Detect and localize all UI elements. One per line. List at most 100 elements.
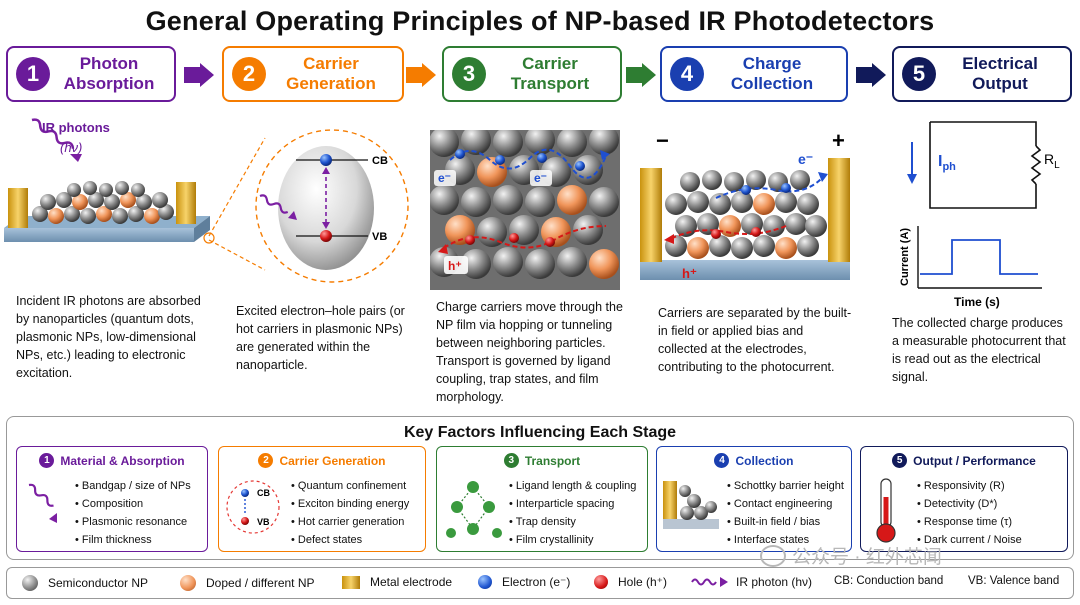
np-film	[32, 181, 174, 224]
description-charge-collection: Carriers are separated by the built-in f…	[658, 306, 852, 374]
stage-number-badge: 2	[232, 57, 266, 91]
factor-item: Film thickness	[75, 531, 191, 549]
red-sphere-icon	[594, 575, 608, 589]
factor-item: Plasmonic resonance	[75, 513, 191, 531]
legend-item-ir-photon: IR photon (hν)	[690, 575, 812, 589]
iph-label: Iph	[938, 153, 956, 173]
factor-number-badge: 4	[714, 453, 730, 468]
zoom-connector	[208, 137, 266, 271]
legend-item-metal-electrode: Metal electrode	[342, 575, 452, 589]
cb-label: CB	[372, 155, 388, 167]
factor-number-badge: 5	[892, 453, 908, 468]
factor-title: Material & Absorption	[60, 453, 185, 468]
factor-number-badge: 1	[39, 453, 55, 468]
stage-label: Carrier Transport	[510, 54, 590, 93]
factor-item: Detectivity (D*)	[917, 495, 1022, 513]
page-title: General Operating Principles of NP-based…	[145, 6, 935, 36]
minus-terminal: −	[656, 128, 669, 153]
electrical-output-illustration: Iph RL Current (A) Time (s)	[899, 121, 1060, 309]
arrow-right-icon	[184, 63, 214, 87]
photocurrent-trace	[920, 239, 1038, 275]
stage-electrical-output: 5 Electrical Output	[892, 46, 1072, 102]
legend-label: Metal electrode	[370, 575, 453, 589]
factor-number-badge: 3	[503, 453, 519, 468]
blue-sphere-icon	[478, 575, 492, 589]
electron-label: e⁻	[798, 151, 813, 167]
watermark-text: 公众号 · 红外芯闻	[792, 547, 942, 568]
vb-label: VB	[372, 231, 387, 243]
carrier-transport-illustration: e⁻ e⁻ h⁺	[430, 130, 620, 290]
arrow-right-icon	[626, 63, 656, 87]
stage-carrier-generation: 2 Carrier Generation	[222, 46, 404, 102]
factor-box-absorption: 1 Material & Absorption Bandgap / size of…	[16, 446, 208, 552]
description-carrier-transport: Charge carriers move through the NP film…	[436, 300, 623, 404]
arrow-right-icon	[856, 63, 886, 87]
hole-label: h⁺	[682, 266, 697, 281]
band-diagram-icon: CB VB	[226, 480, 280, 534]
factor-box-output: 5 Output / Performance Responsivity (R) D…	[860, 446, 1068, 552]
cb-label: CB	[257, 488, 270, 498]
legend-label: CB: Conduction band	[834, 575, 944, 587]
stage-label: Charge Collection	[730, 54, 814, 93]
factor-item: Trap density	[509, 513, 636, 531]
legend-label: Electron (e⁻)	[502, 575, 571, 589]
factor-item: Dark current / Noise	[917, 531, 1022, 549]
watermark: 公众号 · 红外芯闻	[760, 542, 942, 569]
legend-item-electron: Electron (e⁻)	[478, 575, 570, 589]
legend-item-vb: VB: Valence band	[968, 575, 1059, 587]
electron-icon	[320, 154, 332, 166]
factor-item: Schottky barrier height	[727, 477, 844, 495]
ir-photon-wave-icon	[31, 118, 75, 149]
key-factors-title: Key Factors Influencing Each Stage	[403, 424, 677, 441]
ir-photon-wave-icon	[28, 483, 57, 523]
vb-label: VB	[257, 517, 270, 527]
factor-item: Composition	[75, 495, 191, 513]
photon-absorption-illustration: IR photons (hν)	[4, 118, 215, 244]
current-axis-label: Current (A)	[899, 228, 911, 286]
legend-item-hole: Hole (h⁺)	[594, 575, 667, 589]
stage-carrier-transport: 3 Carrier Transport	[442, 46, 622, 102]
factor-item: Bandgap / size of NPs	[75, 477, 191, 495]
factor-item: Ligand length & coupling	[509, 477, 636, 495]
electron-label: e⁻	[438, 171, 451, 185]
factor-item: Responsivity (R)	[917, 477, 1022, 495]
legend	[6, 567, 1074, 599]
stage-number-badge: 5	[902, 57, 936, 91]
stage-label: Carrier Generation	[286, 54, 376, 93]
stage-photon-absorption: 1 Photon Absorption	[6, 46, 176, 102]
description-carrier-generation: Excited electron–hole pairs (or hot carr…	[236, 304, 405, 372]
wavy-arrow-icon	[691, 577, 728, 587]
ir-photon-wave-icon	[259, 194, 289, 214]
stage-charge-collection: 4 Charge Collection	[660, 46, 848, 102]
description-electrical-output: The collected charge produces a measurab…	[892, 316, 1066, 384]
time-axis-label: Time (s)	[954, 295, 1000, 309]
stage-label: Photon Absorption	[63, 54, 155, 93]
factor-item: Defect states	[291, 531, 409, 549]
current-arrow-icon	[907, 174, 917, 184]
factor-item: Response time (τ)	[917, 513, 1022, 531]
hv-label: (hν)	[60, 140, 82, 155]
factor-number-badge: 2	[258, 453, 274, 468]
carrier-generation-illustration: CB VB	[255, 129, 409, 283]
thermometer-icon	[876, 478, 896, 543]
factor-item: Built-in field / bias	[727, 513, 844, 531]
factor-item: Exciton binding energy	[291, 495, 409, 513]
factor-title: Output / Performance	[913, 453, 1036, 468]
np-film	[665, 170, 827, 259]
factor-item: Contact engineering	[727, 495, 844, 513]
charge-collection-illustration: − + e⁻ h⁺	[640, 128, 850, 281]
chat-bubble-icon	[760, 544, 786, 567]
factor-title: Carrier Generation	[279, 453, 386, 468]
arrow-right-icon	[406, 63, 436, 87]
stage-label: Electrical Output	[962, 54, 1038, 93]
legend-label: Semiconductor NP	[48, 576, 149, 590]
electrode-stack-icon	[663, 481, 719, 529]
stage-number-badge: 1	[16, 57, 50, 91]
description-photon-absorption: Incident IR photons are absorbed by nano…	[16, 294, 201, 380]
electron-label-2: e⁻	[534, 171, 547, 185]
legend-label: Hole (h⁺)	[618, 575, 668, 589]
legend-item-cb: CB: Conduction band	[834, 575, 943, 587]
